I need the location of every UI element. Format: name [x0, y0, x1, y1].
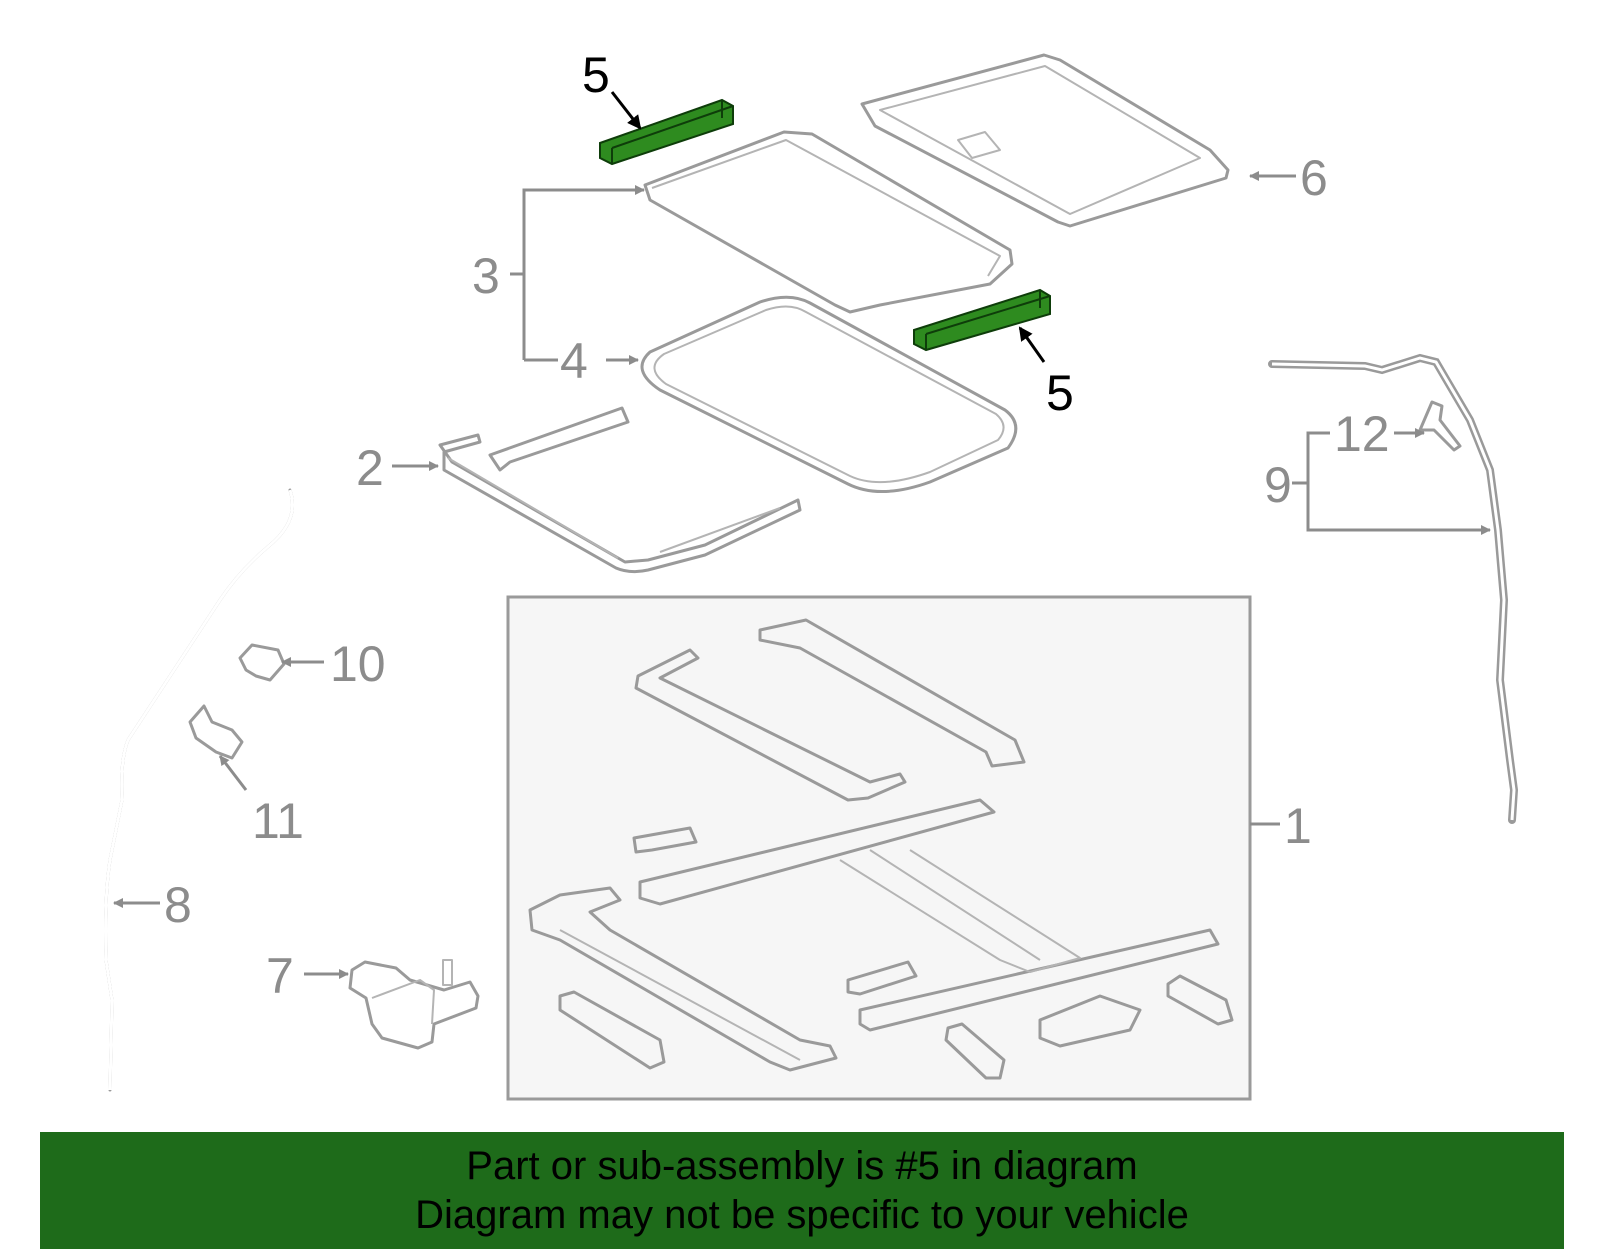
callout-7: 7: [266, 948, 294, 1004]
callout-5-lower: 5: [1046, 365, 1074, 421]
info-banner: Part or sub-assembly is #5 in diagram Di…: [40, 1132, 1564, 1249]
part-3-glass-panel: [643, 130, 1014, 314]
callout-10: 10: [330, 636, 386, 692]
callout-3: 3: [472, 248, 500, 304]
banner-line-2: Diagram may not be specific to your vehi…: [415, 1192, 1189, 1237]
callout-12: 12: [1334, 406, 1390, 462]
callout-9: 9: [1264, 457, 1292, 513]
part-2-frame: [438, 406, 802, 574]
part-5-lower: [913, 288, 1051, 352]
part-10-clip: [238, 643, 286, 682]
callout-2: 2: [356, 440, 384, 496]
callout-4: 4: [560, 333, 588, 389]
part-7-motor: [348, 959, 480, 1050]
part-8-drain-hose: [104, 488, 294, 1092]
leader-lines: [113, 91, 1491, 979]
part-5-upper: [599, 98, 734, 166]
callout-1: 1: [1284, 798, 1312, 854]
part-4-weatherstrip: [640, 295, 1018, 493]
part-6-sunshade: [860, 53, 1230, 228]
part-1-housing-assembly: [506, 595, 1252, 1101]
callout-8: 8: [164, 877, 192, 933]
part-9-drain-hose: [1268, 353, 1519, 824]
callout-6: 6: [1300, 150, 1328, 206]
part-12-clip: [1418, 400, 1462, 452]
callout-11: 11: [252, 793, 304, 849]
banner-line-1: Part or sub-assembly is #5 in diagram: [466, 1143, 1138, 1188]
callout-5-upper: 5: [582, 47, 610, 103]
part-11-clip: [188, 704, 244, 760]
